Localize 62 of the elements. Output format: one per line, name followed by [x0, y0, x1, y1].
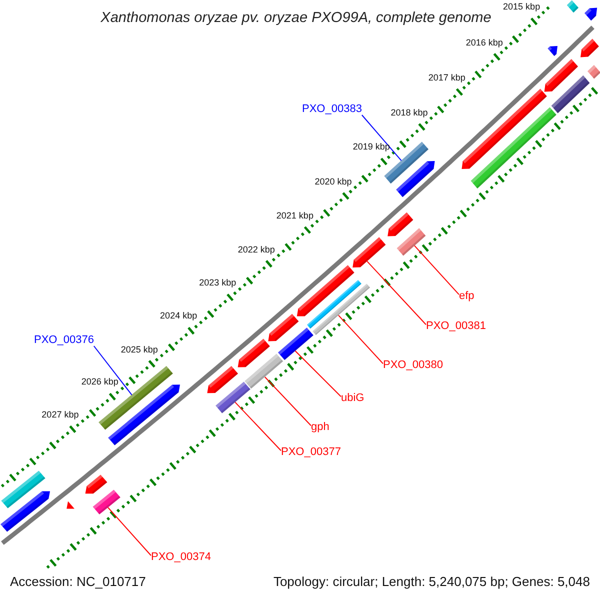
gene-label: PXO_00376 — [34, 334, 94, 347]
gene-feature — [580, 38, 599, 58]
gene-label: efp — [459, 290, 474, 303]
gene-feature — [268, 314, 299, 342]
gene-feature — [470, 107, 556, 188]
scale-label: 2018 kbp — [390, 107, 428, 118]
scale-label: 2021 kbp — [276, 210, 314, 222]
gene-label: gph — [311, 421, 330, 434]
leader-line — [361, 114, 402, 162]
gene-feature — [216, 382, 250, 414]
gene-feature — [0, 491, 50, 532]
gene-label: PXO_00381 — [426, 320, 486, 333]
gene-feature — [278, 328, 314, 360]
gene-feature — [207, 366, 238, 394]
gene-feature — [584, 8, 598, 21]
genome-info-text: Topology: circular; Length: 5,240,075 bp; Genes: 5,048 — [273, 574, 590, 590]
leader-line — [234, 402, 282, 452]
gene-feature — [66, 501, 74, 509]
leader-line — [414, 245, 460, 296]
scale-label: 2015 kbp — [503, 2, 540, 13]
gene-feature — [551, 75, 590, 114]
gene-feature — [1, 470, 46, 508]
gene-feature — [566, 0, 578, 13]
leader-line — [264, 376, 312, 426]
gene-feature — [544, 59, 578, 92]
diagram-title: Xanthomonas oryzae pv. oryzae PXO99A, complete genome — [100, 9, 492, 27]
leader-line — [366, 260, 426, 326]
accession-text: Accession: NC_010717 — [10, 574, 146, 590]
gene-feature — [388, 212, 414, 236]
gene-label: PXO_00377 — [281, 446, 341, 459]
scale-label: 2025 kbp — [120, 344, 158, 355]
gene-label: PXO_00374 — [151, 551, 211, 564]
scale-label: 2024 kbp — [160, 310, 198, 322]
gene-feature — [238, 338, 270, 368]
gene-feature — [296, 265, 354, 316]
leader-line — [107, 506, 152, 556]
scale-label: 2017 kbp — [428, 72, 466, 84]
gene-feature — [396, 161, 435, 198]
gene-feature — [312, 284, 370, 335]
gene-label: PXO_00380 — [383, 359, 443, 372]
gene-feature — [307, 280, 362, 329]
gene-feature — [548, 46, 558, 56]
gene-label: PXO_00383 — [302, 103, 362, 116]
scale-label: 2023 kbp — [199, 278, 236, 289]
scale-label: 2027 kbp — [42, 409, 79, 420]
leader-line — [93, 346, 132, 396]
scale-label: 2019 kbp — [352, 142, 390, 153]
scale-label: 2022 kbp — [238, 244, 275, 256]
gene-feature — [108, 384, 180, 446]
gene-feature — [244, 354, 284, 389]
scale-label: 2020 kbp — [314, 176, 352, 188]
gene-feature — [352, 237, 386, 268]
scale-label: 2026 kbp — [81, 376, 118, 388]
leader-line — [294, 350, 342, 398]
gene-feature — [588, 65, 600, 79]
gene-label: ubiG — [341, 392, 364, 405]
scale-label: 2016 kbp — [466, 37, 503, 48]
gene-feature — [92, 490, 120, 514]
gene-feature — [462, 88, 547, 169]
leader-line — [338, 314, 384, 364]
gene-feature — [396, 228, 426, 256]
gene-feature — [85, 474, 108, 494]
